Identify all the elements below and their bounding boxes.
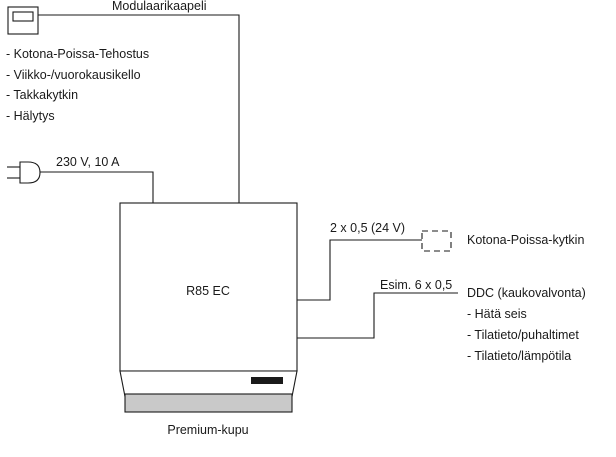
control-panel-icon [7,6,39,35]
switch-box [421,230,452,252]
display-slot [251,377,283,384]
switch-cable-line [297,239,422,301]
panel-function-0: - Kotona-Poissa-Tehostus [6,47,149,61]
ddc-item-2: - Tilatieto/lämpötila [467,349,571,363]
modular-cable-label: Modulaarikaapeli [112,0,207,13]
panel-function-2: - Takkakytkin [6,88,78,102]
ddc-label: DDC (kaukovalvonta) [467,286,586,300]
hood-label: Premium-kupu [167,423,248,437]
panel-function-3: - Hälytys [6,109,55,123]
ventilation-unit [119,202,298,413]
panel-function-1: - Viikko-/vuorokausikello [6,68,141,82]
switch-label: Kotona-Poissa-kytkin [467,233,584,247]
switch-cable-label: 2 x 0,5 (24 V) [330,221,405,235]
power-plug-icon [7,161,41,184]
unit-label: R85 EC [186,284,230,298]
modular-cable-line [38,14,240,203]
power-label: 230 V, 10 A [56,155,120,169]
ddc-cable-label: Esim. 6 x 0,5 [380,278,452,292]
ddc-item-1: - Tilatieto/puhaltimet [467,328,579,342]
ddc-item-0: - Hätä seis [467,307,527,321]
power-cable-line [40,171,154,203]
ddc-cable-line [297,292,458,339]
